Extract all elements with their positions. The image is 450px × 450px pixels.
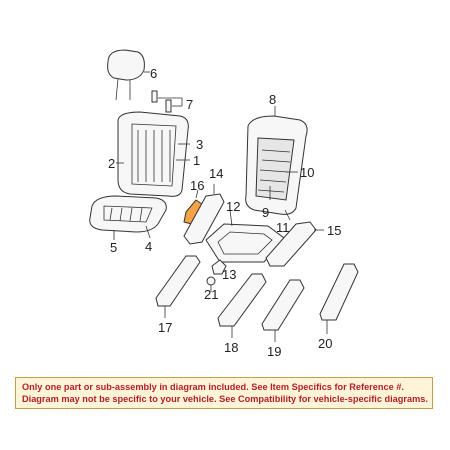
callout-11: 11 <box>276 220 290 235</box>
headrest <box>107 49 150 101</box>
callout-5: 5 <box>110 240 117 255</box>
callout-10: 10 <box>300 165 314 180</box>
callout-21: 21 <box>204 287 218 302</box>
callout-8: 8 <box>269 92 276 107</box>
callout-7: 7 <box>186 97 193 112</box>
callout-18: 18 <box>224 340 238 355</box>
seat-back-frame <box>245 106 308 221</box>
callout-19: 19 <box>267 344 281 359</box>
callout-14: 14 <box>209 166 223 181</box>
callout-1: 1 <box>193 153 200 168</box>
callout-4: 4 <box>145 239 152 254</box>
callout-13: 13 <box>222 267 236 282</box>
callout-12: 12 <box>226 199 240 214</box>
seat-cushion <box>89 195 167 240</box>
seat-track-20 <box>319 263 359 334</box>
seat-back <box>116 111 190 197</box>
callout-17: 17 <box>158 320 172 335</box>
disclaimer-line-2: Diagram may not be specific to your vehi… <box>22 394 428 404</box>
seat-parts-diagram: 6 7 3 2 1 5 4 16 14 8 10 9 12 11 15 13 2… <box>89 49 359 359</box>
callout-15: 15 <box>327 223 341 238</box>
callout-2: 2 <box>108 156 115 171</box>
callout-16: 16 <box>190 178 204 193</box>
seat-track-19 <box>261 279 305 342</box>
seat-track-18 <box>217 273 267 338</box>
headrest-guides <box>151 90 183 113</box>
bolt <box>206 276 216 292</box>
callout-20: 20 <box>318 336 332 351</box>
seat-track-17 <box>155 255 201 318</box>
disclaimer-line-1: Only one part or sub-assembly in diagram… <box>22 382 404 392</box>
callout-3: 3 <box>196 137 203 152</box>
clip <box>211 259 227 275</box>
side-trim <box>265 221 324 267</box>
side-shield <box>183 184 225 245</box>
callout-9: 9 <box>262 205 269 220</box>
callout-6: 6 <box>150 66 157 81</box>
disclaimer-box: Only one part or sub-assembly in diagram… <box>15 377 433 409</box>
